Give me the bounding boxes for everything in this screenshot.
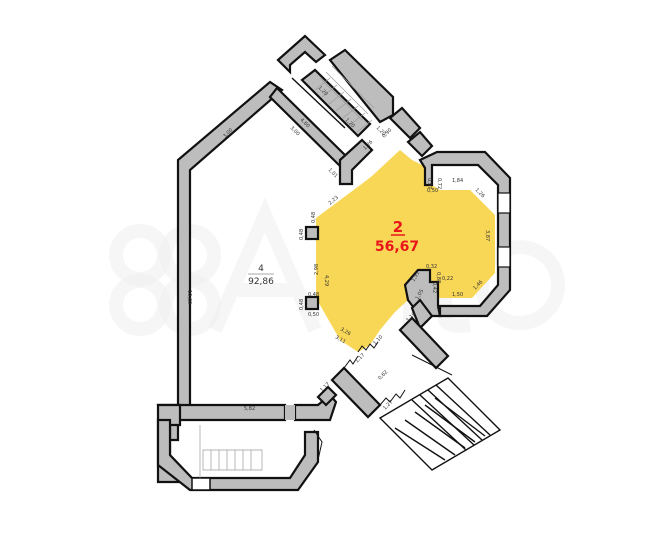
room-2-number: 2 [393, 218, 403, 236]
svg-text:2,23: 2,23 [327, 195, 339, 207]
svg-text:3,87: 3,87 [484, 230, 490, 241]
room-4-number: 4 [258, 264, 264, 274]
svg-text:0,48: 0,48 [308, 292, 319, 298]
svg-text:0,72: 0,72 [436, 178, 442, 189]
lower-left-stairs [199, 425, 263, 478]
svg-text:0,48: 0,48 [299, 229, 305, 240]
room-2-highlight[interactable] [316, 150, 495, 352]
svg-text:1,50: 1,50 [452, 292, 463, 298]
room-2-label[interactable]: 2 56,67 [375, 218, 419, 255]
svg-text:0,50: 0,50 [427, 188, 438, 194]
svg-text:0,48: 0,48 [311, 212, 317, 223]
svg-text:0,48: 0,48 [299, 299, 305, 310]
room-4-label[interactable]: 4 92,86 [248, 264, 274, 287]
svg-text:1,01: 1,01 [327, 167, 339, 179]
svg-text:1,84: 1,84 [452, 178, 463, 184]
svg-text:0,22: 0,22 [442, 276, 453, 282]
svg-text:0,88: 0,88 [435, 272, 441, 283]
svg-text:0,50: 0,50 [308, 312, 319, 318]
svg-text:10,69: 10,69 [186, 290, 192, 304]
exterior-stairs [378, 354, 502, 471]
walls [156, 34, 512, 492]
room-2-area: 56,67 [375, 239, 419, 255]
room-4-area: 92,86 [248, 277, 274, 287]
svg-text:5,82: 5,82 [244, 406, 255, 412]
svg-text:1,05: 1,05 [415, 288, 426, 301]
svg-text:2,98: 2,98 [314, 264, 320, 275]
svg-text:0,62: 0,62 [377, 369, 389, 381]
svg-text:0,97: 0,97 [426, 178, 432, 189]
doors [313, 341, 406, 461]
upper-stairs [314, 65, 375, 133]
svg-text:0,32: 0,32 [426, 264, 437, 270]
svg-text:3,26: 3,26 [339, 327, 352, 338]
svg-text:3,11: 3,11 [334, 335, 347, 346]
svg-text:0,42: 0,42 [431, 282, 437, 293]
svg-text:1,51: 1,51 [411, 270, 422, 283]
svg-text:4,29: 4,29 [323, 275, 329, 286]
svg-text:1,17: 1,17 [354, 352, 366, 364]
